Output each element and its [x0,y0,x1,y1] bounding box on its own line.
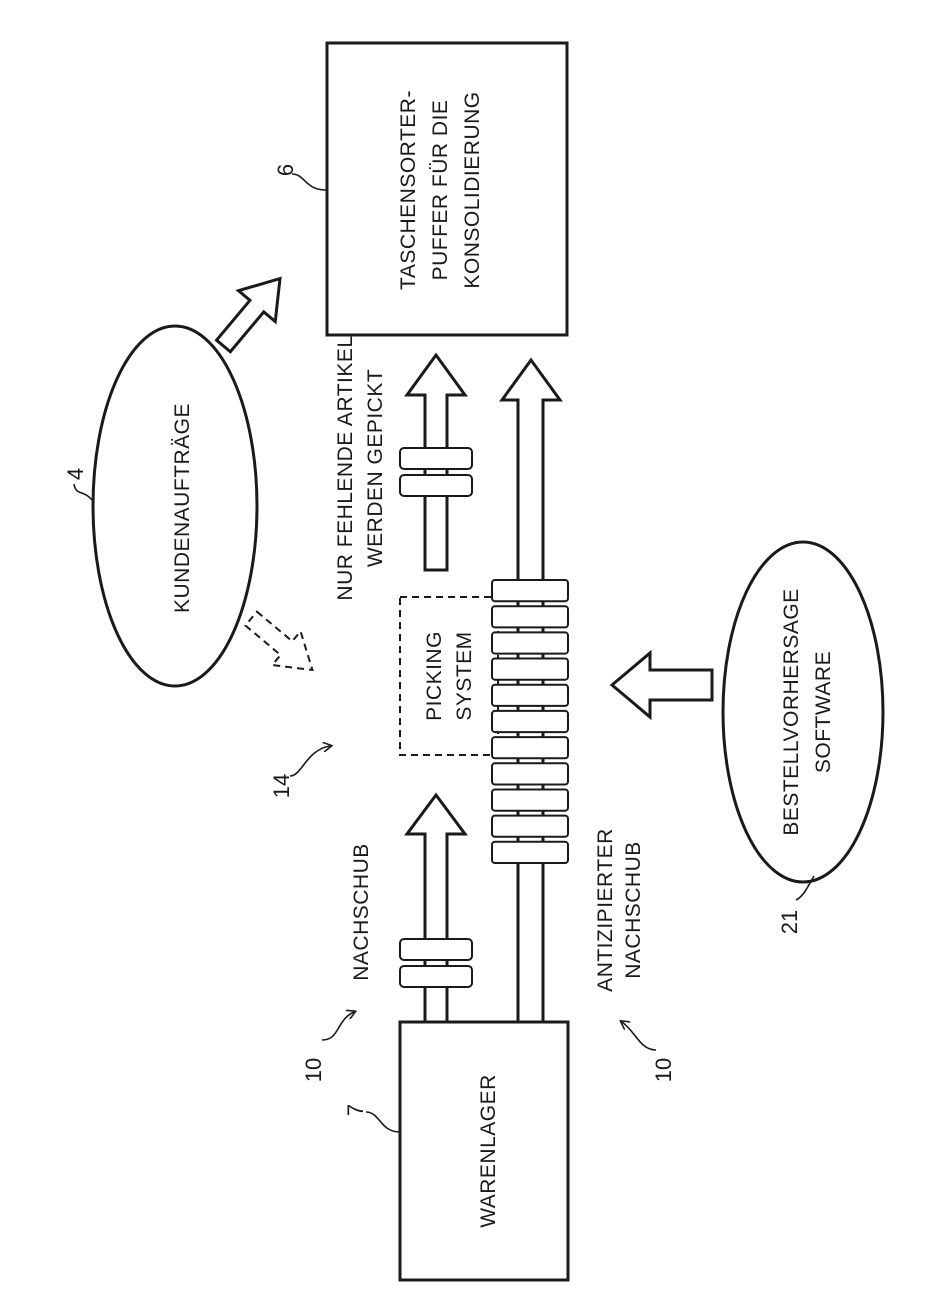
ref-7-number: 7 [343,1104,368,1116]
forecast-to-conveyor-arrow [612,653,712,717]
taschensorter-block: TASCHENSORTER- PUFFER FÜR DIE KONSOLIDIE… [327,43,567,335]
stacked-tote [492,659,568,680]
stacked-tote [492,632,568,653]
ref-7: 7 [343,1104,400,1132]
stacked-tote [492,816,568,837]
bestellvorhersage-line-2: SOFTWARE [812,651,835,773]
picking-line-2: SYSTEM [453,631,476,720]
ref-14-number: 14 [269,774,294,798]
nur-fehlende-line-2: WERDEN GEPICKT [364,369,387,567]
nur-fehlende-line-1: NUR FEHLENDE ARTIKEL [334,335,357,600]
stacked-tote [492,790,568,811]
stacked-tote [492,711,568,732]
nur-fehlende-label: NUR FEHLENDE ARTIKEL WERDEN GEPICKT [334,335,387,600]
ref-6: 6 [273,164,326,190]
stacked-tote [492,737,568,758]
antizipierter-nachschub-arrow [492,360,568,1022]
stacked-tote [492,842,568,863]
nachschub-label: NACHSCHUB [350,843,373,981]
kundenauftraege-label: KUNDENAUFTRÄGE [171,403,194,613]
picking-line-1: PICKING [423,631,446,721]
item-tote [400,939,472,960]
item-tote [400,448,472,469]
warenlager-block: WARENLAGER [400,1022,568,1280]
picking-to-sorter-arrow [400,355,472,570]
nachschub-arrow [400,795,472,1022]
orders-to-picking-dashed-arrow [237,602,327,687]
taschensorter-line-1: TASCHENSORTER- [397,90,420,290]
taschensorter-line-2: PUFFER FÜR DIE [429,100,452,281]
stacked-tote [492,763,568,784]
item-tote [400,475,472,496]
bestellvorhersage-line-1: BESTELLVORHERSAGE [780,588,803,835]
ref-4-number: 4 [63,468,88,480]
antizipierter-line-2: NACHSCHUB [622,841,645,979]
item-tote [400,966,472,987]
ref-21-number: 21 [777,910,802,934]
stacked-tote [492,685,568,706]
ref-10-nachschub: 10 [301,1012,354,1082]
ref-10-antizipiert: 10 [622,1022,676,1082]
nachschub-text: NACHSCHUB [350,843,373,981]
ref-4: 4 [63,468,92,500]
stacked-tote [492,580,568,601]
ref-14: 14 [269,746,330,798]
taschensorter-line-3: KONSOLIDIERUNG [461,91,484,288]
antizipierter-label: ANTIZIPIERTER NACHSCHUB [594,828,645,992]
stacked-tote [492,606,568,627]
orders-to-sorter-arrow [205,263,298,361]
bestellvorhersage-ellipse: BESTELLVORHERSAGE SOFTWARE [723,542,883,882]
warenlager-label: WARENLAGER [477,1074,500,1228]
tote-stack [492,580,568,863]
ref-21: 21 [777,876,814,934]
picking-system-block: PICKING SYSTEM [400,597,498,755]
ref-10a-number: 10 [301,1058,326,1082]
kundenauftraege-ellipse: KUNDENAUFTRÄGE [93,326,257,686]
ref-10b-number: 10 [651,1058,676,1082]
antizipierter-line-1: ANTIZIPIERTER [594,828,617,992]
